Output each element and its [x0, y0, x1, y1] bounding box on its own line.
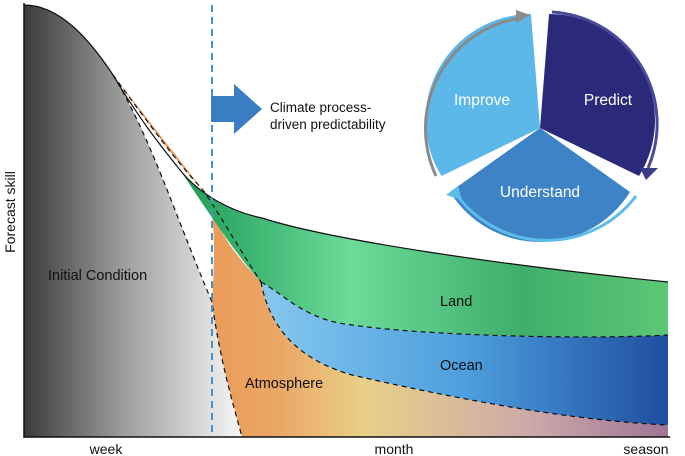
land-label: Land — [440, 294, 472, 310]
improve-label: Improve — [454, 92, 510, 109]
ocean-label: Ocean — [440, 358, 483, 374]
annotation-line-2: driven predictability — [270, 117, 386, 132]
x-tick-season: season — [623, 441, 668, 456]
improve-cycle-arrow — [424, 16, 521, 177]
land-ocean-boundary — [260, 281, 669, 338]
improve-predict-understand-cycle: Improve Predict Understand — [424, 10, 659, 242]
x-tick-week: week — [89, 441, 124, 456]
top-envelope-line — [23, 4, 669, 283]
predict-arrowhead-icon — [640, 168, 658, 180]
annotation-line-1: Climate process- — [270, 100, 371, 115]
predict-label: Predict — [584, 92, 633, 109]
ocean-area — [261, 282, 668, 425]
y-axis-label: Forecast skill — [2, 171, 18, 253]
understand-segment — [450, 128, 630, 242]
right-arrow-icon — [211, 84, 262, 134]
land-area — [180, 170, 668, 337]
predict-cycle-arrow — [551, 10, 659, 169]
atmosphere-label: Atmosphere — [245, 376, 323, 392]
atmosphere-area — [113, 75, 668, 437]
atmosphere-upper-boundary — [112, 74, 262, 283]
predict-segment — [540, 14, 656, 176]
x-tick-month: month — [375, 441, 414, 456]
improve-arrowhead-icon — [516, 10, 530, 23]
understand-label: Understand — [500, 184, 580, 201]
understand-cycle-arrow — [454, 193, 638, 242]
ocean-atmosphere-boundary — [260, 281, 669, 426]
initial-condition-boundary — [112, 74, 243, 438]
initial-condition-label: Initial Condition — [48, 268, 147, 284]
initial-condition-area — [24, 5, 242, 437]
understand-arrowhead-icon — [446, 186, 462, 200]
